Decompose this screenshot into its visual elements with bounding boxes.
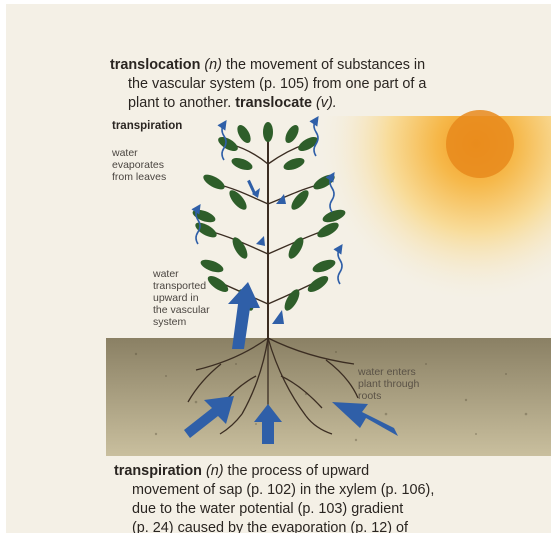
soil	[106, 338, 551, 456]
definition-text: the process of upward	[228, 463, 370, 479]
label-line: from leaves	[112, 171, 166, 183]
term-transpiration: transpiration	[114, 463, 202, 479]
definition-text: plant to another.	[128, 95, 231, 111]
entry-transpiration: transpiration (n) the process of upward …	[114, 462, 524, 533]
term-translocation: translocation	[110, 57, 200, 73]
label-line: the vascular	[153, 304, 210, 316]
part-of-speech: (n)	[206, 463, 224, 479]
plant-stem	[206, 134, 326, 338]
dictionary-page: translocation (n) the movement of substa…	[6, 4, 551, 533]
label-line: water	[153, 268, 210, 280]
label-water-evaporates: water evaporates from leaves	[112, 147, 166, 183]
label-line: upward in	[153, 292, 210, 304]
sun-glow	[311, 116, 551, 346]
definition-text: the vascular system (p. 105) from one pa…	[110, 75, 510, 94]
definition-text: the movement of substances in	[226, 57, 425, 73]
part-of-speech: (v).	[316, 95, 337, 111]
label-water-transported: water transported upward in the vascular…	[153, 268, 210, 328]
definition-text: (p. 24) caused by the evaporation (p. 12…	[114, 519, 524, 533]
figure-title: transpiration	[112, 120, 182, 132]
derived-term-translocate: translocate	[235, 95, 312, 111]
label-line: water	[112, 147, 166, 159]
sun-icon	[446, 110, 514, 178]
label-line: plant through	[358, 378, 419, 390]
label-line: water enters	[358, 366, 419, 378]
entry-translocation: translocation (n) the movement of substa…	[110, 56, 510, 113]
label-water-enters-roots: water enters plant through roots	[358, 366, 419, 402]
label-line: evaporates	[112, 159, 166, 171]
label-line: roots	[358, 390, 419, 402]
label-line: system	[153, 316, 210, 328]
label-line: transported	[153, 280, 210, 292]
part-of-speech: (n)	[204, 57, 222, 73]
definition-text: movement of sap (p. 102) in the xylem (p…	[114, 481, 524, 500]
definition-text: due to the water potential (p. 103) grad…	[114, 500, 524, 519]
